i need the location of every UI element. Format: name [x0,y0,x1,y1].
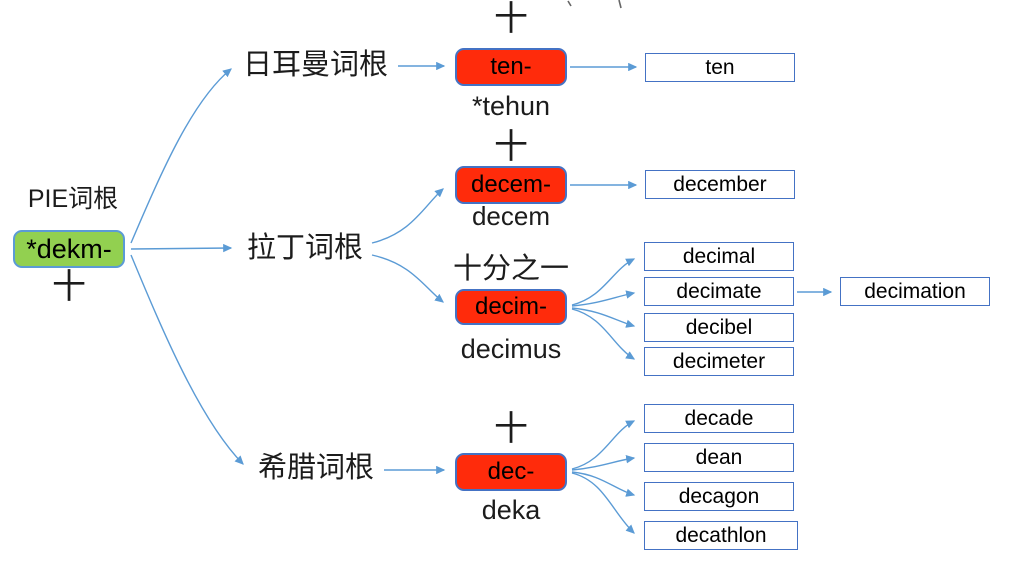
pie-root-heading: PIE词根 [27,185,119,213]
root-box-ten: ten- [455,48,567,86]
root-label-decem: decem- [470,171,552,198]
word-dean: dean [644,443,794,472]
meaning-above-decim: 十分之一 [452,253,569,285]
pie-root-meaning: 十 [52,268,86,306]
pie-root-label: *dekm- [26,233,112,264]
root-box-dec: dec- [455,453,567,491]
word-dean-label: dean [695,445,743,469]
meaning-above-dec: 十 [494,410,528,448]
root-label-dec: dec- [487,458,535,485]
origin-label-decem: decem [471,201,551,231]
word-decibel-label: decibel [685,315,753,339]
word-decagon: decagon [644,482,794,511]
word-decimal-label: decimal [682,244,756,268]
word-decimation: decimation [840,277,990,306]
word-december-label: december [673,172,767,196]
word-december: december [645,170,795,199]
root-box-decim: decim- [455,289,567,325]
word-decathlon: decathlon [644,521,798,550]
root-box-decem: decem- [455,166,567,204]
word-decimate: decimate [644,277,794,306]
origin-label-decimus: decimus [460,334,562,364]
root-label-ten: ten- [490,53,532,80]
branch-label-germanic: 日耳曼词根 [243,49,389,81]
word-decimation-label: decimation [864,279,966,303]
root-label-decim: decim- [474,293,547,320]
cropped-glyph-fragments [567,0,622,9]
word-decibel: decibel [644,313,794,342]
branch-label-greek: 希腊词根 [258,452,375,484]
word-decimeter-label: decimeter [672,349,766,373]
word-decade: decade [644,404,794,433]
word-decagon-label: decagon [678,484,760,508]
word-decade-label: decade [684,406,754,430]
word-decimal: decimal [644,242,794,271]
word-ten: ten [645,53,795,82]
word-decimeter: decimeter [644,347,794,376]
branch-label-latin: 拉丁词根 [247,232,364,264]
word-decathlon-label: decathlon [675,523,767,547]
meaning-above-ten: 十 [494,0,528,38]
word-ten-label: ten [705,55,735,79]
origin-label-tehun: *tehun [471,91,551,121]
pie-root-box: *dekm- [13,230,125,268]
meaning-above-decem: 十 [494,128,528,166]
word-decimate-label: decimate [676,279,762,303]
origin-label-deka: deka [481,495,541,525]
